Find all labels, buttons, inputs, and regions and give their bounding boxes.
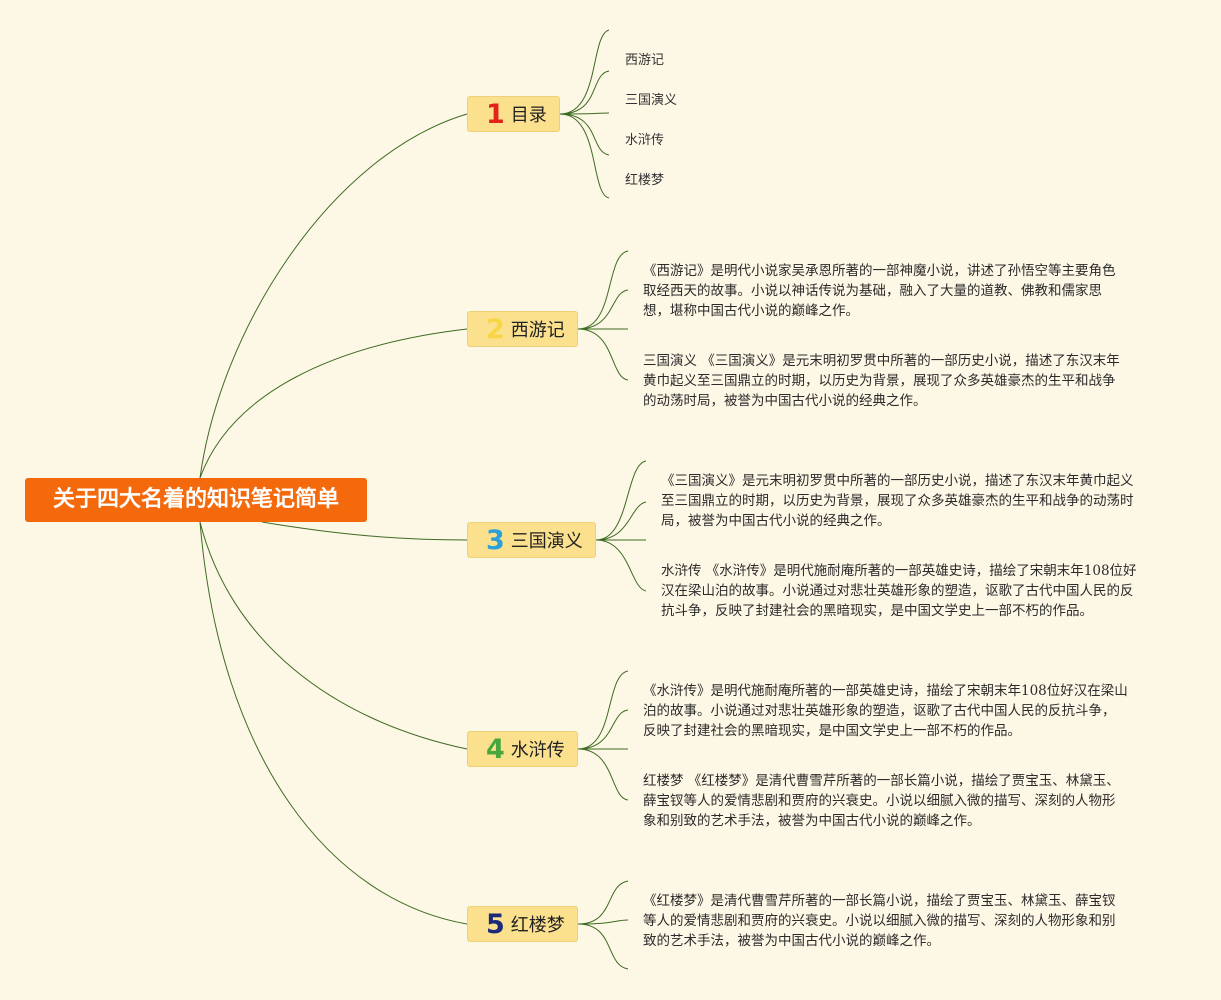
connector-b1-3 bbox=[559, 113, 610, 156]
toc-item-honglou[interactable]: 红楼梦 bbox=[625, 173, 665, 188]
connector-b1-0 bbox=[559, 29, 610, 115]
text-line: 《水浒传》是明代施耐庵所著的一部英雄史诗，描绘了宋朝末年108位好汉在梁山 bbox=[643, 683, 1128, 699]
branch-5-topic[interactable]: 5 红楼梦 bbox=[467, 906, 578, 942]
connector-b1-1 bbox=[559, 70, 610, 115]
toc-item-xiyouji[interactable]: 西游记 bbox=[625, 53, 665, 68]
root-title: 关于四大名着的知识笔记简单 bbox=[52, 487, 339, 512]
connector-b5-0 bbox=[577, 880, 629, 925]
number-1-icon: 1 bbox=[486, 98, 505, 130]
connector-b1-4 bbox=[559, 113, 610, 199]
number-5-icon: 5 bbox=[486, 908, 505, 940]
text-line: 抗斗争，反映了封建社会的黑暗现实，是中国文学史上一部不朽的作品。 bbox=[661, 603, 1093, 619]
text-line: 汉在梁山泊的故事。小说通过对悲壮英雄形象的塑造，讴歌了古代中国人民的反 bbox=[661, 583, 1134, 599]
toc-item-shuihu[interactable]: 水浒传 bbox=[625, 133, 665, 148]
text-line: 水浒传 《水浒传》是明代施耐庵所著的一部英雄史诗，描绘了宋朝末年108位好 bbox=[661, 563, 1137, 579]
branch-2-label: 西游记 bbox=[510, 320, 565, 341]
text-line: 黄巾起义至三国鼎立的时期，以历史为背景，展现了众多英雄豪杰的生平和战争 bbox=[643, 373, 1116, 389]
text-line: 等人的爱情悲剧和贾府的兴衰史。小说以细腻入微的描写、深刻的人物形象和别 bbox=[643, 913, 1116, 929]
connector-b5-1 bbox=[577, 919, 629, 925]
text-line: 泊的故事。小说通过对悲壮英雄形象的塑造，讴歌了古代中国人民的反抗斗争， bbox=[643, 703, 1116, 719]
branch-4-label: 水浒传 bbox=[510, 740, 565, 761]
branch-5-paragraph-1[interactable]: 《红楼梦》是清代曹雪芹所著的一部长篇小说，描绘了贾宝玉、林黛玉、薛宝钗 等人的爱… bbox=[643, 891, 1116, 951]
branch-3-topic[interactable]: 3 三国演义 bbox=[467, 522, 596, 558]
branch-3-label: 三国演义 bbox=[510, 531, 583, 552]
number-2-icon: 2 bbox=[486, 313, 505, 345]
branch-1-label: 目录 bbox=[510, 105, 547, 126]
text-line: 三国演义 《三国演义》是元末明初罗贯中所著的一部历史小说，描述了东汉末年 bbox=[643, 353, 1120, 369]
number-4-icon: 4 bbox=[486, 733, 505, 765]
text-line: 反映了封建社会的黑暗现实，是中国文学史上一部不朽的作品。 bbox=[643, 723, 1021, 739]
text-line: 《三国演义》是元末明初罗贯中所著的一部历史小说，描述了东汉末年黄巾起义 bbox=[661, 473, 1134, 489]
text-line: 薛宝钗等人的爱情悲剧和贾府的兴衰史。小说以细腻入微的描写、深刻的人物形 bbox=[643, 793, 1116, 809]
toc-item-sanguo[interactable]: 三国演义 bbox=[625, 93, 678, 108]
branch-5-label: 红楼梦 bbox=[510, 915, 565, 936]
text-line: 至三国鼎立的时期，以历史为背景，展现了众多英雄豪杰的生平和战争的动荡时 bbox=[661, 493, 1134, 509]
connector-root-branch-5 bbox=[199, 521, 468, 925]
branch-3-paragraph-1[interactable]: 《三国演义》是元末明初罗贯中所著的一部历史小说，描述了东汉末年黄巾起义 至三国鼎… bbox=[661, 471, 1134, 531]
branch-2-topic[interactable]: 2 西游记 bbox=[467, 311, 578, 347]
branch-4-paragraph-2[interactable]: 红楼梦 《红楼梦》是清代曹雪芹所著的一部长篇小说，描绘了贾宝玉、林黛玉、 薛宝钗… bbox=[643, 771, 1120, 831]
text-line: 象和别致的艺术手法，被誉为中国古代小说的巅峰之作。 bbox=[643, 813, 981, 829]
connector-b2-0 bbox=[577, 250, 629, 330]
root-topic[interactable]: 关于四大名着的知识笔记简单 bbox=[25, 478, 367, 522]
connector-b5-2 bbox=[577, 923, 629, 970]
connector-b4-0 bbox=[577, 670, 629, 750]
text-line: 《红楼梦》是清代曹雪芹所著的一部长篇小说，描绘了贾宝玉、林黛玉、薛宝钗 bbox=[643, 893, 1116, 909]
branch-4-topic[interactable]: 4 水浒传 bbox=[467, 731, 578, 767]
text-line: 红楼梦 《红楼梦》是清代曹雪芹所著的一部长篇小说，描绘了贾宝玉、林黛玉、 bbox=[643, 773, 1120, 789]
number-3-icon: 3 bbox=[486, 524, 505, 556]
connector-b3-3 bbox=[595, 539, 647, 592]
connector-b3-0 bbox=[595, 460, 647, 541]
text-line: 想，堪称中国古代小说的巅峰之作。 bbox=[643, 303, 859, 319]
connector-root-branch-4 bbox=[199, 521, 468, 750]
connector-b3-1 bbox=[595, 501, 647, 541]
connector-b4-3 bbox=[577, 748, 629, 801]
text-line: 致的艺术手法，被誉为中国古代小说的巅峰之作。 bbox=[643, 933, 940, 949]
connector-root-branch-1 bbox=[199, 113, 468, 479]
connector-root-branch-2 bbox=[199, 328, 468, 479]
connector-b2-3 bbox=[577, 328, 629, 381]
connector-root-branch-3 bbox=[261, 521, 468, 541]
text-line: 取经西天的故事。小说以神话传说为基础，融入了大量的道教、佛教和儒家思 bbox=[643, 283, 1102, 299]
branch-2-paragraph-1[interactable]: 《西游记》是明代小说家吴承恩所著的一部神魔小说，讲述了孙悟空等主要角色 取经西天… bbox=[643, 261, 1116, 321]
text-line: 局，被誉为中国古代小说的经典之作。 bbox=[661, 513, 891, 529]
text-line: 的动荡时局，被誉为中国古代小说的经典之作。 bbox=[643, 393, 927, 409]
text-line: 《西游记》是明代小说家吴承恩所著的一部神魔小说，讲述了孙悟空等主要角色 bbox=[643, 263, 1116, 279]
branch-2-paragraph-2[interactable]: 三国演义 《三国演义》是元末明初罗贯中所著的一部历史小说，描述了东汉末年 黄巾起… bbox=[643, 351, 1120, 411]
branch-3-paragraph-2[interactable]: 水浒传 《水浒传》是明代施耐庵所著的一部英雄史诗，描绘了宋朝末年108位好 汉在… bbox=[661, 561, 1137, 621]
connector-b2-1 bbox=[577, 289, 629, 330]
connector-b1-2 bbox=[559, 112, 610, 115]
branch-1-topic[interactable]: 1 目录 bbox=[467, 96, 560, 132]
connector-b4-1 bbox=[577, 709, 629, 750]
branch-4-paragraph-1[interactable]: 《水浒传》是明代施耐庵所著的一部英雄史诗，描绘了宋朝末年108位好汉在梁山 泊的… bbox=[643, 681, 1128, 741]
